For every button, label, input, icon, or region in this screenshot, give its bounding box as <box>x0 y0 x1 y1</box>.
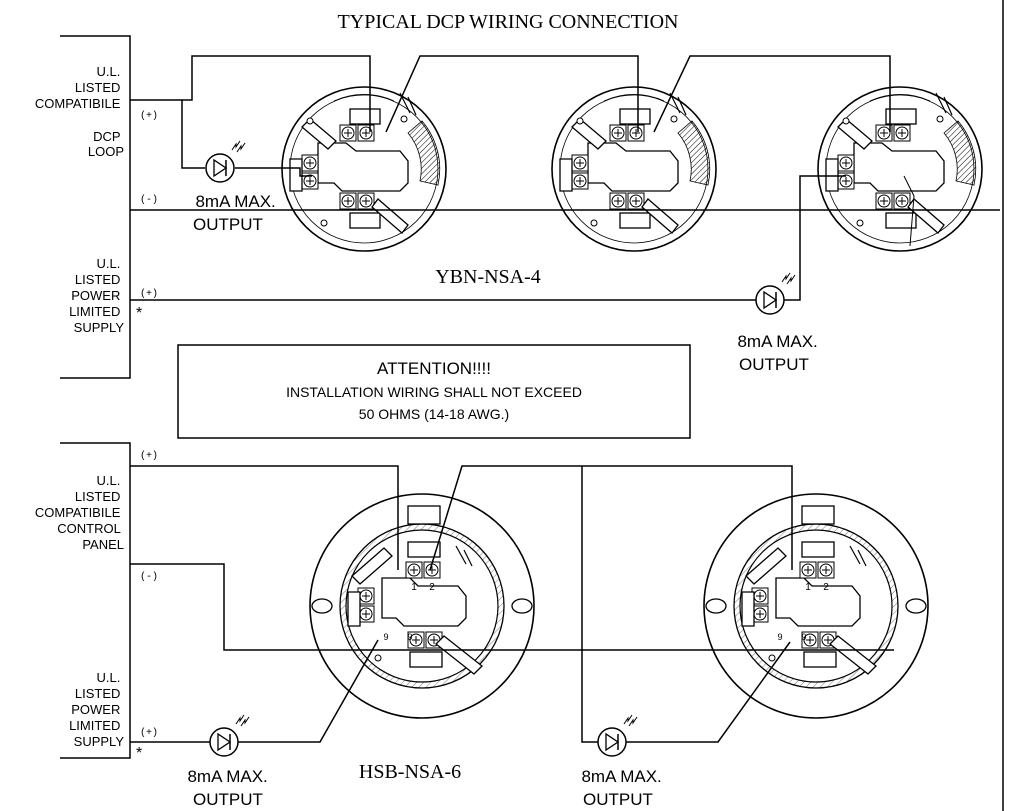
star-mark-bottom: * <box>136 745 142 762</box>
diagram-title: TYPICAL DCP WIRING CONNECTION <box>338 11 679 33</box>
terminal-number-2b: 2 <box>823 582 829 593</box>
terminal-number-9d: 9 <box>801 632 806 642</box>
power-supply-label-top: U.L. LISTED POWER LIMITED SUPPLY <box>69 256 124 335</box>
output-label-top-right: 8mA MAX. OUTPUT <box>737 332 822 374</box>
output-label-top-left: 8mA MAX. OUTPUT <box>193 192 280 234</box>
power-supply-label-bottom: U.L. LISTED POWER LIMITED SUPPLY <box>69 670 124 749</box>
terminal-number-9a: 9 <box>383 632 388 642</box>
led-icon-bottom-left <box>209 714 250 757</box>
base-label-hsb: HSB-NSA-6 <box>359 761 461 783</box>
terminal-number-2a: 2 <box>429 582 435 593</box>
terminal-number-9c: 9 <box>777 632 782 642</box>
polarity-minus-panel: (-) <box>140 571 158 583</box>
star-mark-top: * <box>136 305 142 322</box>
output-label-bottom-right: 8mA MAX. OUTPUT <box>581 767 666 809</box>
attention-box <box>177 344 691 439</box>
led-icon-top-left <box>205 140 246 183</box>
base-label-ybn: YBN-NSA-4 <box>435 266 541 288</box>
dcp-loop-label: U.L. LISTED COMPATIBILE DCP LOOP <box>35 64 124 159</box>
polarity-plus-panel: (+) <box>140 450 158 462</box>
hsb-base-2 <box>704 494 928 718</box>
ybn-base-2 <box>552 87 716 251</box>
terminal-number-9b: 9 <box>407 632 412 642</box>
attention-line-1: INSTALLATION WIRING SHALL NOT EXCEED <box>286 384 582 400</box>
polarity-plus-dcp: (+) <box>140 110 158 122</box>
ybn-base-1 <box>282 87 446 251</box>
terminal-number-1a: 1 <box>411 582 417 593</box>
output-label-bottom-left: 8mA MAX. OUTPUT <box>187 767 272 809</box>
polarity-minus-dcp: (-) <box>140 194 158 206</box>
led-icon-top-right <box>755 272 796 315</box>
polarity-plus-power-top: (+) <box>140 288 158 300</box>
attention-line-2: 50 OHMS (14-18 AWG.) <box>359 406 509 422</box>
ybn-base-3 <box>818 87 982 251</box>
attention-heading: ATTENTION!!!! <box>377 359 491 378</box>
polarity-plus-power-bottom: (+) <box>140 727 158 739</box>
hsb-base-1 <box>310 494 534 718</box>
terminal-number-1b: 1 <box>805 582 811 593</box>
control-panel-label: U.L. LISTED COMPATIBILE CONTROL PANEL <box>35 473 124 552</box>
led-icon-bottom-right <box>597 714 638 757</box>
